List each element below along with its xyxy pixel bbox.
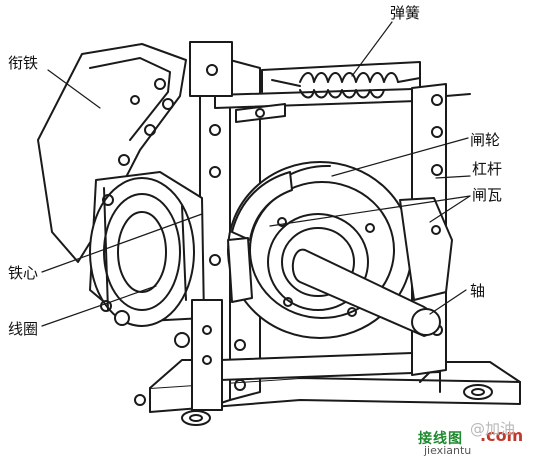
label-core: 铁心 [8, 264, 39, 282]
label-lever: 杠杆 [472, 160, 503, 178]
leader-coil [41, 285, 157, 327]
leader-lever [435, 175, 471, 179]
leader-armature [47, 69, 101, 109]
watermark-site-cn: 接线图 [418, 431, 463, 447]
brake-shoes [227, 171, 453, 303]
spring [235, 61, 421, 123]
label-armature: 衔铁 [8, 54, 39, 72]
leader-shaft [429, 289, 467, 315]
hub-shaft [267, 213, 441, 337]
leader-spring [351, 21, 393, 77]
armature [37, 43, 187, 263]
leader-core [41, 213, 203, 273]
leader-lines [41, 21, 471, 327]
label-spring: 弹簧 [390, 4, 421, 22]
label-brake-wheel: 闸轮 [470, 131, 501, 149]
lower-bracket [191, 299, 223, 411]
watermark-site-en: jiexiantu [424, 444, 472, 457]
left-lever [189, 41, 233, 97]
leader-brake-wheel [331, 137, 469, 177]
electromagnet [89, 171, 205, 348]
label-shaft: 轴 [470, 282, 486, 300]
label-brake-shoe: 闸瓦 [472, 186, 503, 204]
watermark-tag: @加油 [470, 420, 516, 438]
leader-shoe-left [269, 195, 471, 227]
watermark-dot-com: .com [480, 426, 524, 445]
leader-shoe-right [429, 195, 471, 223]
label-coil: 线圈 [8, 320, 39, 338]
